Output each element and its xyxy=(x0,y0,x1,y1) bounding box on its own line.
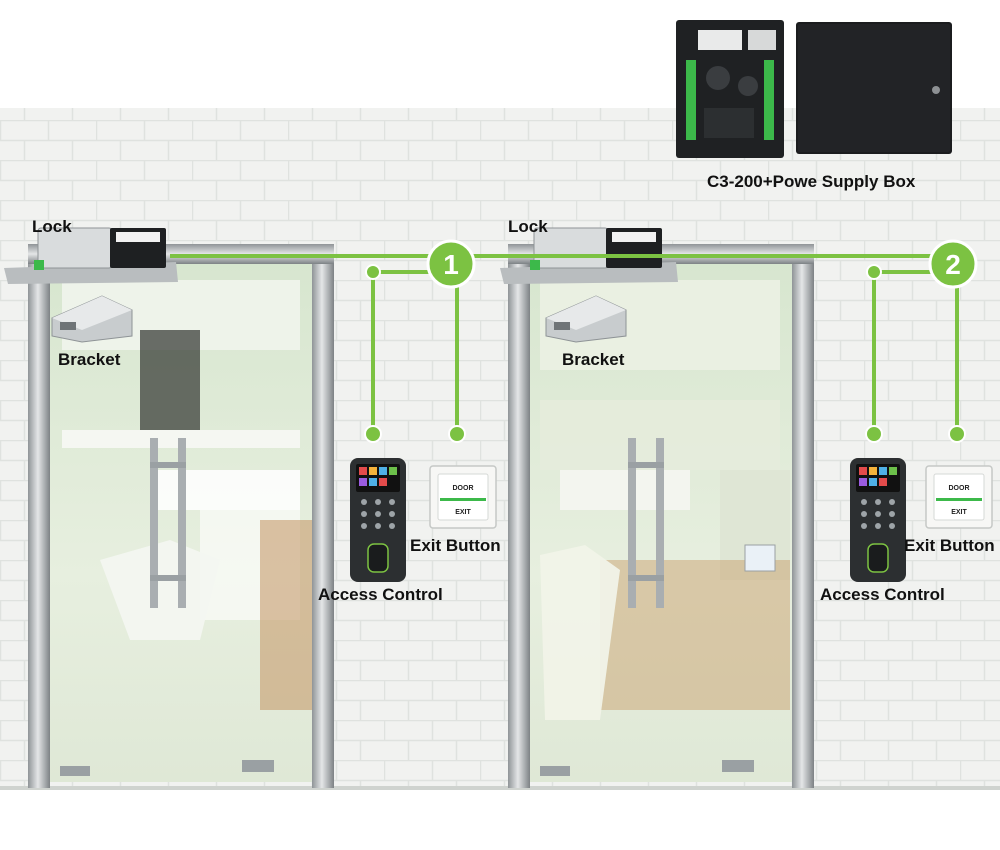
power-supply-box xyxy=(796,22,952,154)
exit-button-2-line1: DOOR xyxy=(949,485,970,492)
label-access-control-1: Access Control xyxy=(318,585,443,605)
badge-2: 2 xyxy=(930,241,976,287)
label-access-control-2: Access Control xyxy=(820,585,945,605)
door-1-frame-left xyxy=(28,248,50,788)
exit-button-2-device: DOOR EXIT xyxy=(926,466,992,528)
label-lock-2: Lock xyxy=(508,217,548,237)
door-1-frame-right xyxy=(312,248,334,788)
exit-button-1-line1: DOOR xyxy=(453,485,474,492)
label-bracket-2: Bracket xyxy=(562,350,624,370)
access-control-2-device xyxy=(850,458,906,582)
label-exit-button-2: Exit Button xyxy=(904,536,995,556)
exit-button-1-device: DOOR EXIT xyxy=(430,466,496,528)
label-lock-1: Lock xyxy=(32,217,72,237)
label-controller: C3-200+Powe Supply Box xyxy=(707,172,915,192)
exit-button-2-line2: EXIT xyxy=(951,509,967,516)
controller-board xyxy=(676,20,784,158)
exit-button-1-line2: EXIT xyxy=(455,509,471,516)
access-control-1-device xyxy=(350,458,406,582)
badge-1-text: 1 xyxy=(443,249,459,280)
badge-2-text: 2 xyxy=(945,249,961,280)
door-2-frame-left xyxy=(508,248,530,788)
label-exit-button-1: Exit Button xyxy=(410,536,501,556)
badge-1: 1 xyxy=(428,241,474,287)
door-2-frame-right xyxy=(792,248,814,788)
label-bracket-1: Bracket xyxy=(58,350,120,370)
